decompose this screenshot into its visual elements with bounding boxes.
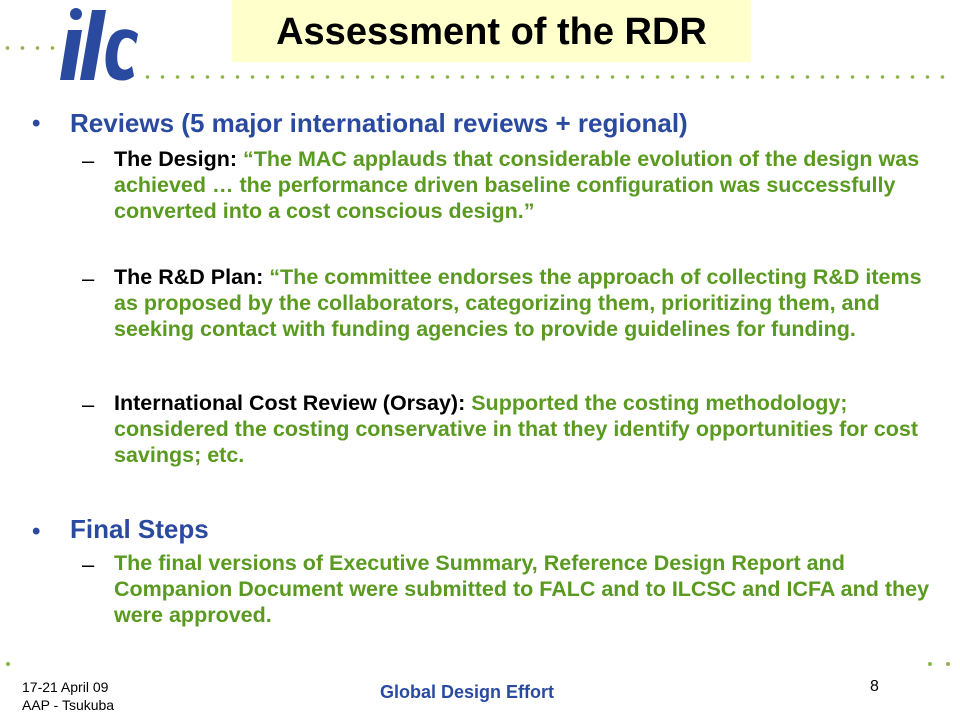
sub-item-lead: The R&D Plan: [114, 265, 270, 289]
dash-marker: – [82, 392, 95, 417]
corner-dot [928, 662, 932, 666]
sub-item-lead: The Design: [114, 147, 244, 171]
sub-item-design: The Design: “The MAC applauds that consi… [114, 146, 934, 224]
corner-dot [946, 662, 950, 666]
sub-item-quote: “The committee endorses the approach of … [114, 265, 922, 341]
bullet-marker: • [32, 518, 41, 545]
sub-item-rd-plan: The R&D Plan: “The committee endorses th… [114, 264, 934, 342]
footer-date: 17-21 April 09 [22, 679, 109, 695]
corner-dot [6, 662, 10, 666]
bullet-final-steps: Final Steps [70, 514, 209, 544]
sub-item-quote: Supported the costing methodology; consi… [114, 391, 918, 467]
dotted-rule-left [0, 46, 60, 50]
ilc-logo [60, 8, 138, 81]
slide-title: Assessment of the RDR [276, 11, 707, 53]
sub-item-cost-review: International Cost Review (Orsay): Suppo… [114, 390, 934, 468]
footer-organization: Global Design Effort [380, 682, 555, 702]
dotted-rule-top [140, 75, 955, 79]
dash-marker: – [82, 148, 95, 173]
footer-date-venue: 17-21 April 09 AAP - Tsukuba [22, 678, 114, 714]
page-number: 8 [870, 678, 879, 695]
sub-item-lead: International Cost Review (Orsay): [114, 391, 472, 415]
sub-item-final-versions: The final versions of Executive Summary,… [114, 550, 934, 628]
bullet-marker: • [32, 110, 41, 137]
dash-marker: – [82, 266, 95, 291]
bullet-reviews: Reviews (5 major international reviews +… [70, 108, 688, 138]
dash-marker: – [82, 552, 95, 577]
title-box: Assessment of the RDR [232, 0, 751, 62]
sub-item-quote: The final versions of Executive Summary,… [114, 551, 930, 627]
sub-item-quote: “The MAC applauds that considerable evol… [114, 147, 920, 223]
footer-venue: AAP - Tsukuba [22, 697, 115, 713]
